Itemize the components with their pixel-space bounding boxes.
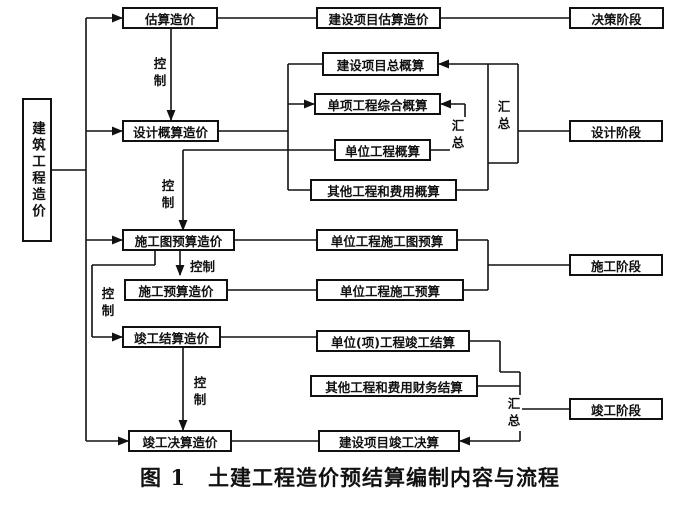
control-label: 控制 xyxy=(152,55,168,91)
control-label: 控制 xyxy=(190,258,216,277)
unit-drawing-budget-node: 单位工程施工图预算 xyxy=(316,229,458,251)
summary-label: 汇总 xyxy=(496,98,512,134)
root-node: 建筑工程造价 xyxy=(22,98,52,242)
project-final-accounts-node: 建设项目竣工决算 xyxy=(318,430,460,452)
design-phase-node: 设计阶段 xyxy=(569,120,663,142)
other-costs-budget-node: 其他工程和费用概算 xyxy=(310,179,457,201)
other-costs-settlement-node: 其他工程和费用财务结算 xyxy=(310,375,478,397)
control-label: 控制 xyxy=(192,374,208,410)
figure-caption: 图 1 土建工程造价预结算编制内容与流程 xyxy=(140,465,560,490)
construction-phase-node: 施工阶段 xyxy=(569,254,663,276)
summary-label: 汇总 xyxy=(450,117,466,153)
final-accounts-node: 竣工决算造价 xyxy=(128,430,232,452)
completion-settlement-node: 竣工结算造价 xyxy=(122,326,221,348)
decision-phase-node: 决策阶段 xyxy=(569,7,664,29)
drawing-budget-node: 施工图预算造价 xyxy=(122,229,235,251)
project-total-budget-node: 建设项目总概算 xyxy=(322,52,439,76)
control-label: 控制 xyxy=(160,177,176,213)
unit-completion-settlement-node: 单位(项)工程竣工结算 xyxy=(316,330,470,352)
construction-budget-node: 施工预算造价 xyxy=(124,279,228,301)
project-estimate-node: 建设项目估算造价 xyxy=(316,7,441,29)
single-item-budget-node: 单项工程综合概算 xyxy=(314,93,441,115)
summary-label: 汇总 xyxy=(506,395,522,431)
unit-budget-node: 单位工程概算 xyxy=(334,139,431,161)
unit-construction-budget-node: 单位工程施工预算 xyxy=(316,279,464,301)
design-budget-node: 设计概算造价 xyxy=(122,120,219,142)
estimate-node: 估算造价 xyxy=(122,7,218,29)
completion-phase-node: 竣工阶段 xyxy=(569,398,663,420)
control-label: 控制 xyxy=(100,285,116,321)
